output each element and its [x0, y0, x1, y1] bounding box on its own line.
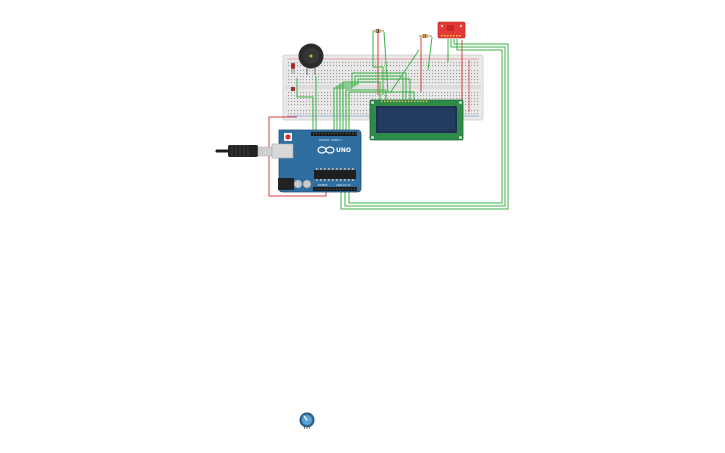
resistor[interactable] [372, 29, 384, 33]
usb-cable[interactable] [215, 145, 273, 157]
analog-pins-label: ANALOG IN [336, 183, 350, 187]
board-label: UNO [336, 147, 351, 154]
led[interactable] [291, 63, 295, 91]
arduino-logo-icon [317, 146, 335, 154]
arduino-uno[interactable]: UNO DIGITAL (PWM~) ANALOG IN POWER [271, 129, 362, 193]
resistor-2[interactable] [419, 34, 432, 38]
lcd-16x2[interactable] [369, 99, 464, 141]
power-pins-label: POWER [318, 183, 328, 187]
piezo-buzzer[interactable] [298, 43, 324, 76]
wires [268, 31, 509, 210]
sensor-module[interactable] [437, 21, 466, 39]
digital-pins-label: DIGITAL (PWM~) [319, 138, 342, 142]
potentiometer[interactable] [299, 412, 315, 429]
